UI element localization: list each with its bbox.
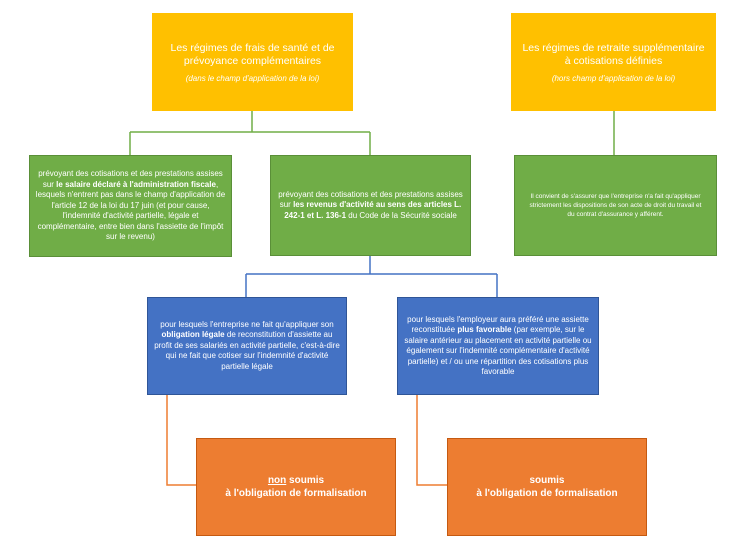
box-title-line: prévoyance complémentaires bbox=[183, 54, 322, 67]
box-subtitle: (dans le champ d'application de la loi) bbox=[185, 73, 320, 83]
retirement-check-box: Il convient de s'assurer que l'entrepris… bbox=[514, 155, 717, 256]
box-title-line: Les régimes de retraite supplémentaire bbox=[522, 41, 705, 54]
box-text-line: soumis bbox=[529, 475, 565, 486]
underlined-text: non bbox=[267, 475, 287, 486]
box-text: prévoyant des cotisations et des prestat… bbox=[277, 190, 464, 222]
retirement-schemes-box: Les régimes de retraite supplémentaire à… bbox=[511, 13, 716, 111]
box-title-line: à cotisations définies bbox=[564, 54, 663, 67]
text-run: , lesquels n'entrent pas dans le champ d… bbox=[35, 179, 226, 242]
text-run: prévoyant des cotisations et des prestat… bbox=[38, 169, 223, 189]
text-run: soumis bbox=[286, 475, 325, 486]
bold-text: les revenus d'activité au sens des artic… bbox=[284, 200, 462, 220]
box-title: Les régimes de frais de santé et de prév… bbox=[170, 42, 334, 68]
box-text: Il convient de s'assurer que l'entrepris… bbox=[529, 193, 702, 218]
bold-text: le salaire déclaré à l'administration fi… bbox=[56, 179, 216, 189]
box-text-line: non soumis bbox=[268, 474, 324, 487]
legal-obligation-box: pour lesquels l'entreprise ne fait qu'ap… bbox=[147, 297, 347, 395]
bold-text: obligation légale bbox=[161, 330, 225, 340]
bold-text: plus favorable bbox=[457, 325, 512, 334]
text-run: pour lesquels l'employeur aura préféré u… bbox=[407, 314, 589, 335]
text-run: (par exemple, sur le salaire antérieur a… bbox=[404, 325, 592, 376]
text-run: de reconstitution d'assiette au profit d… bbox=[154, 330, 340, 371]
connector-elbow-right bbox=[416, 395, 447, 486]
text-run: pour lesquels l'entreprise ne fait qu'ap… bbox=[160, 319, 334, 329]
not-subject-box: non soumis à l'obligation de formalisati… bbox=[196, 438, 396, 536]
activity-income-box: prévoyant des cotisations et des prestat… bbox=[270, 155, 471, 256]
text-run: du Code de la Sécurité sociale bbox=[346, 210, 457, 220]
connector-elbow-left bbox=[166, 395, 196, 486]
box-text: pour lesquels l'employeur aura préféré u… bbox=[404, 315, 592, 378]
declared-salary-box: prévoyant des cotisations et des prestat… bbox=[29, 155, 232, 257]
box-text: prévoyant des cotisations et des prestat… bbox=[35, 169, 226, 243]
box-title: Les régimes de retraite supplémentaire à… bbox=[522, 42, 704, 68]
subject-box: soumis à l'obligation de formalisation bbox=[447, 438, 647, 536]
box-title-line: Les régimes de frais de santé et de bbox=[170, 41, 335, 54]
box-text-line: à l'obligation de formalisation bbox=[225, 488, 367, 499]
box-subtitle: (hors champ d'application de la loi) bbox=[551, 73, 676, 83]
more-favorable-basis-box: pour lesquels l'employeur aura préféré u… bbox=[397, 297, 599, 395]
box-text: pour lesquels l'entreprise ne fait qu'ap… bbox=[154, 320, 340, 373]
box-text-line: à l'obligation de formalisation bbox=[476, 488, 618, 499]
text-run: prévoyant des cotisations et des prestat… bbox=[278, 189, 463, 210]
health-provident-schemes-box: Les régimes de frais de santé et de prév… bbox=[152, 13, 353, 111]
green-connectors bbox=[129, 111, 371, 155]
orange-connectors bbox=[166, 395, 447, 486]
blue-connectors bbox=[245, 256, 498, 297]
